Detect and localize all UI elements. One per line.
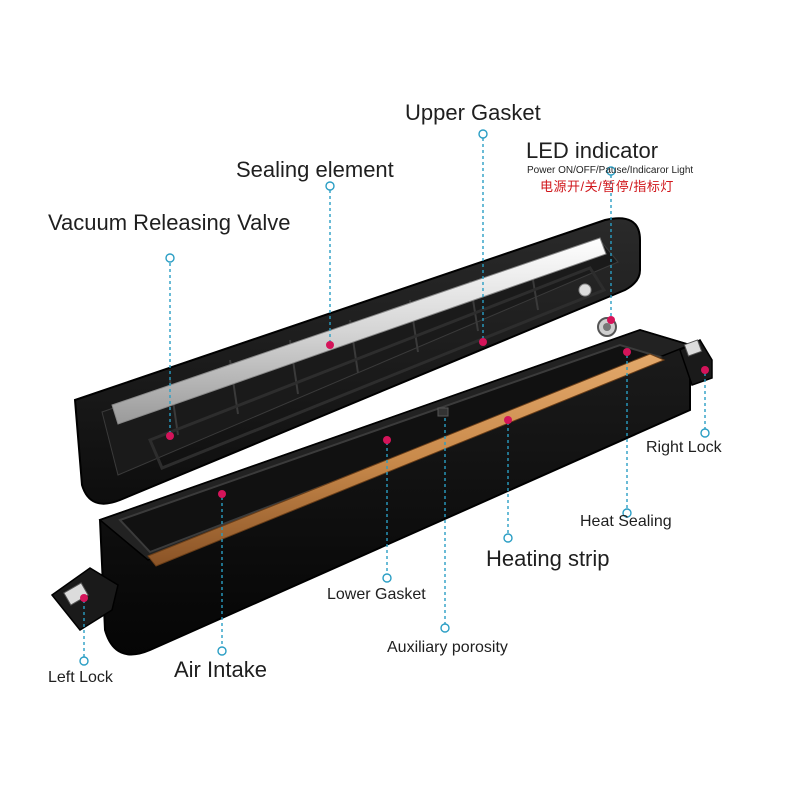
label-lower-gasket: Lower Gasket (327, 586, 426, 603)
label-led-indicator: LED indicator (526, 138, 659, 163)
label-air-intake: Air Intake (174, 657, 267, 682)
label-upper-gasket: Upper Gasket (405, 100, 541, 125)
part-markers (80, 316, 709, 602)
label-heating-strip: Heating strip (486, 546, 610, 571)
lower-base (98, 317, 693, 656)
label-led-subtitle-en: Power ON/OFF/Pause/Indicaror Light (527, 165, 694, 176)
leader-end-markers (79, 129, 710, 666)
label-heat-sealing: Heat Sealing (580, 513, 672, 530)
label-left-lock: Left Lock (48, 669, 113, 686)
label-auxiliary-porosity: Auxiliary porosity (387, 639, 508, 656)
label-vacuum-releasing-valve: Vacuum Releasing Valve (48, 210, 291, 235)
leader-lines (83, 138, 706, 658)
label-led-subtitle-cn: 电源开/关/暂停/指标灯 (540, 179, 674, 194)
label-sealing-element: Sealing element (236, 157, 394, 182)
label-right-lock: Right Lock (646, 439, 722, 456)
